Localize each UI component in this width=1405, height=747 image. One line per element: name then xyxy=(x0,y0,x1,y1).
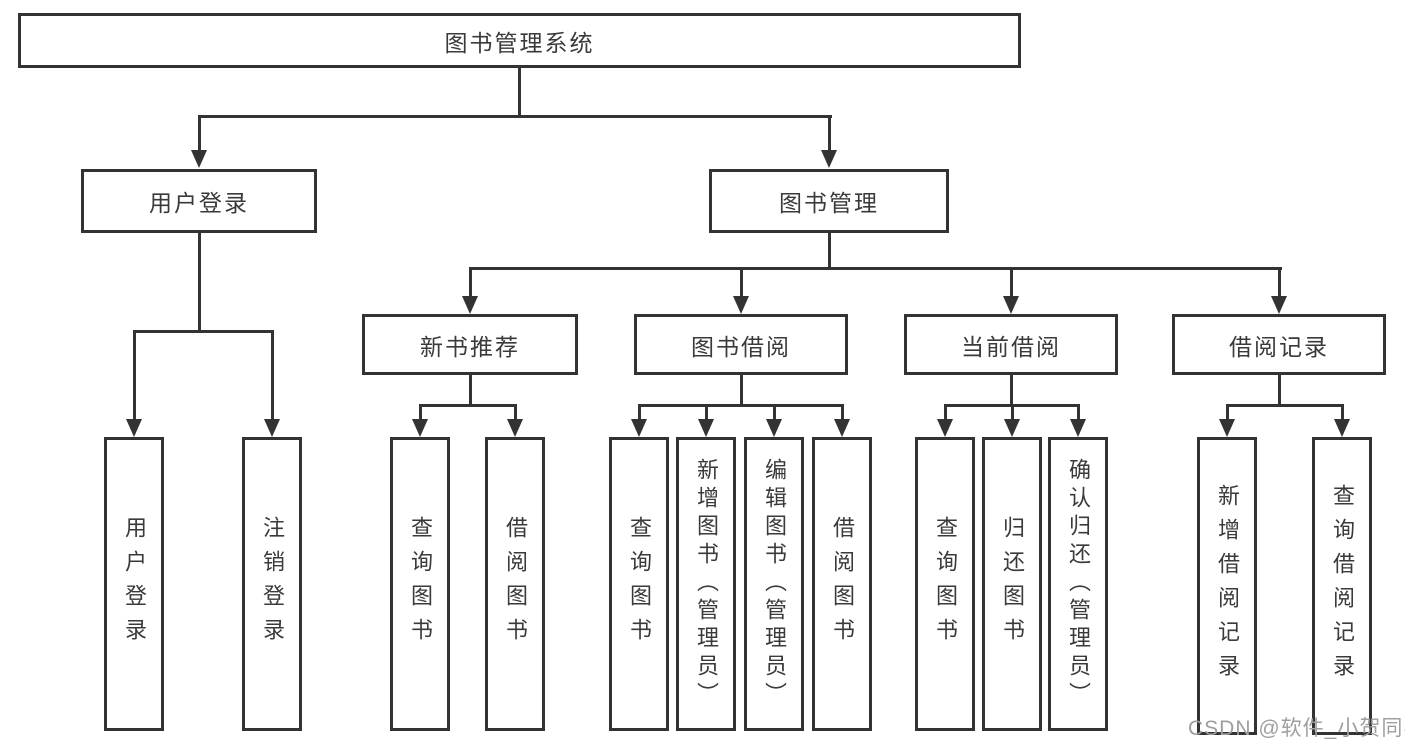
leaf-label: 编辑图书（管理员） xyxy=(762,458,787,710)
connector-stem xyxy=(828,115,831,151)
connector-stem xyxy=(1278,267,1281,296)
connector-stem xyxy=(469,267,472,296)
arrowhead-icon xyxy=(507,419,523,437)
connector-bookmgmt-rail xyxy=(469,267,1282,270)
connector-root-rail xyxy=(198,115,832,118)
leaf-confirm-return-admin: 确认归还（管理员） xyxy=(1048,437,1108,731)
connector-stem xyxy=(740,267,743,296)
arrowhead-icon xyxy=(1334,419,1350,437)
leaf-logout: 注销登录 xyxy=(242,437,302,731)
connector-userlogin-rail xyxy=(133,330,274,333)
arrowhead-icon xyxy=(631,419,647,437)
connector-stem xyxy=(773,404,776,419)
connector-stem xyxy=(638,404,641,419)
arrowhead-icon xyxy=(462,296,478,314)
connector-stem xyxy=(133,330,136,419)
node-label: 新书推荐 xyxy=(420,333,520,360)
connector-bookmgmt-stub xyxy=(828,233,831,270)
leaf-label: 用户登录 xyxy=(122,516,147,652)
leaf-label: 查询借阅记录 xyxy=(1330,484,1355,688)
connector-stem xyxy=(419,404,422,419)
connector-stem xyxy=(1341,404,1344,419)
node-user-login: 用户登录 xyxy=(81,169,317,233)
connector-rail xyxy=(638,404,844,407)
arrowhead-icon xyxy=(1271,296,1287,314)
node-label: 当前借阅 xyxy=(961,333,1061,360)
connector-rail xyxy=(1226,404,1344,407)
connector-stem xyxy=(1226,404,1229,419)
node-borrow-records: 借阅记录 xyxy=(1172,314,1386,375)
connector-stub xyxy=(469,375,472,406)
arrowhead-icon xyxy=(834,419,850,437)
arrowhead-icon xyxy=(126,419,142,437)
leaf-label: 查询图书 xyxy=(408,516,433,652)
connector-stem xyxy=(705,404,708,419)
node-book-borrow: 图书借阅 xyxy=(634,314,848,375)
watermark: CSDN @软件_小贺同学 xyxy=(1188,717,1405,740)
leaf-label: 查询图书 xyxy=(627,516,652,652)
connector-stem xyxy=(514,404,517,419)
connector-root-stub xyxy=(518,67,521,118)
node-label: 图书借阅 xyxy=(691,333,791,360)
connector-stem xyxy=(944,404,947,419)
leaf-return-book: 归还图书 xyxy=(982,437,1042,731)
leaf-label: 借阅图书 xyxy=(830,516,855,652)
leaf-label: 新增图书（管理员） xyxy=(694,458,719,710)
connector-rail xyxy=(419,404,517,407)
arrowhead-icon xyxy=(1003,296,1019,314)
leaf-label: 归还图书 xyxy=(1000,516,1025,652)
arrowhead-icon xyxy=(1219,419,1235,437)
arrowhead-icon xyxy=(1070,419,1086,437)
connector-stem xyxy=(1077,404,1080,419)
arrowhead-icon xyxy=(412,419,428,437)
leaf-label: 注销登录 xyxy=(260,516,285,652)
node-current-borrow: 当前借阅 xyxy=(904,314,1118,375)
leaf-label: 借阅图书 xyxy=(503,516,528,652)
connector-stem xyxy=(841,404,844,419)
arrowhead-icon xyxy=(733,296,749,314)
leaf-label: 确认归还（管理员） xyxy=(1066,458,1091,710)
node-label: 图书管理 xyxy=(779,190,879,216)
leaf-edit-book-admin: 编辑图书（管理员） xyxy=(744,437,804,731)
connector-stem xyxy=(1010,267,1013,296)
connector-stub xyxy=(740,375,743,406)
leaf-borrow-books-2: 借阅图书 xyxy=(812,437,872,731)
node-new-book-recommend: 新书推荐 xyxy=(362,314,578,375)
connector-userlogin-stub xyxy=(198,233,201,333)
leaf-user-login: 用户登录 xyxy=(104,437,164,731)
leaf-add-book-admin: 新增图书（管理员） xyxy=(676,437,736,731)
arrowhead-icon xyxy=(1004,419,1020,437)
node-library-management-system: 图书管理系统 xyxy=(18,13,1021,68)
arrowhead-icon xyxy=(766,419,782,437)
node-label: 用户登录 xyxy=(149,190,249,216)
connector-stub xyxy=(1278,375,1281,406)
leaf-label: 查询图书 xyxy=(933,516,958,652)
node-label: 图书管理系统 xyxy=(444,29,595,56)
leaf-query-borrow-record: 查询借阅记录 xyxy=(1312,437,1372,735)
connector-stem xyxy=(271,330,274,419)
arrowhead-icon xyxy=(191,150,207,168)
node-label: 借阅记录 xyxy=(1229,333,1329,360)
arrowhead-icon xyxy=(821,150,837,168)
arrowhead-icon xyxy=(937,419,953,437)
arrowhead-icon xyxy=(264,419,280,437)
connector-stub xyxy=(1010,375,1013,406)
arrowhead-icon xyxy=(698,419,714,437)
leaf-borrow-books: 借阅图书 xyxy=(485,437,545,731)
connector-stem xyxy=(198,115,201,151)
leaf-add-borrow-record: 新增借阅记录 xyxy=(1197,437,1257,735)
leaf-label: 新增借阅记录 xyxy=(1215,484,1240,688)
leaf-query-books: 查询图书 xyxy=(390,437,450,731)
leaf-query-books-2: 查询图书 xyxy=(609,437,669,731)
node-book-management: 图书管理 xyxy=(709,169,949,233)
connector-stem xyxy=(1011,404,1014,419)
leaf-query-books-3: 查询图书 xyxy=(915,437,975,731)
